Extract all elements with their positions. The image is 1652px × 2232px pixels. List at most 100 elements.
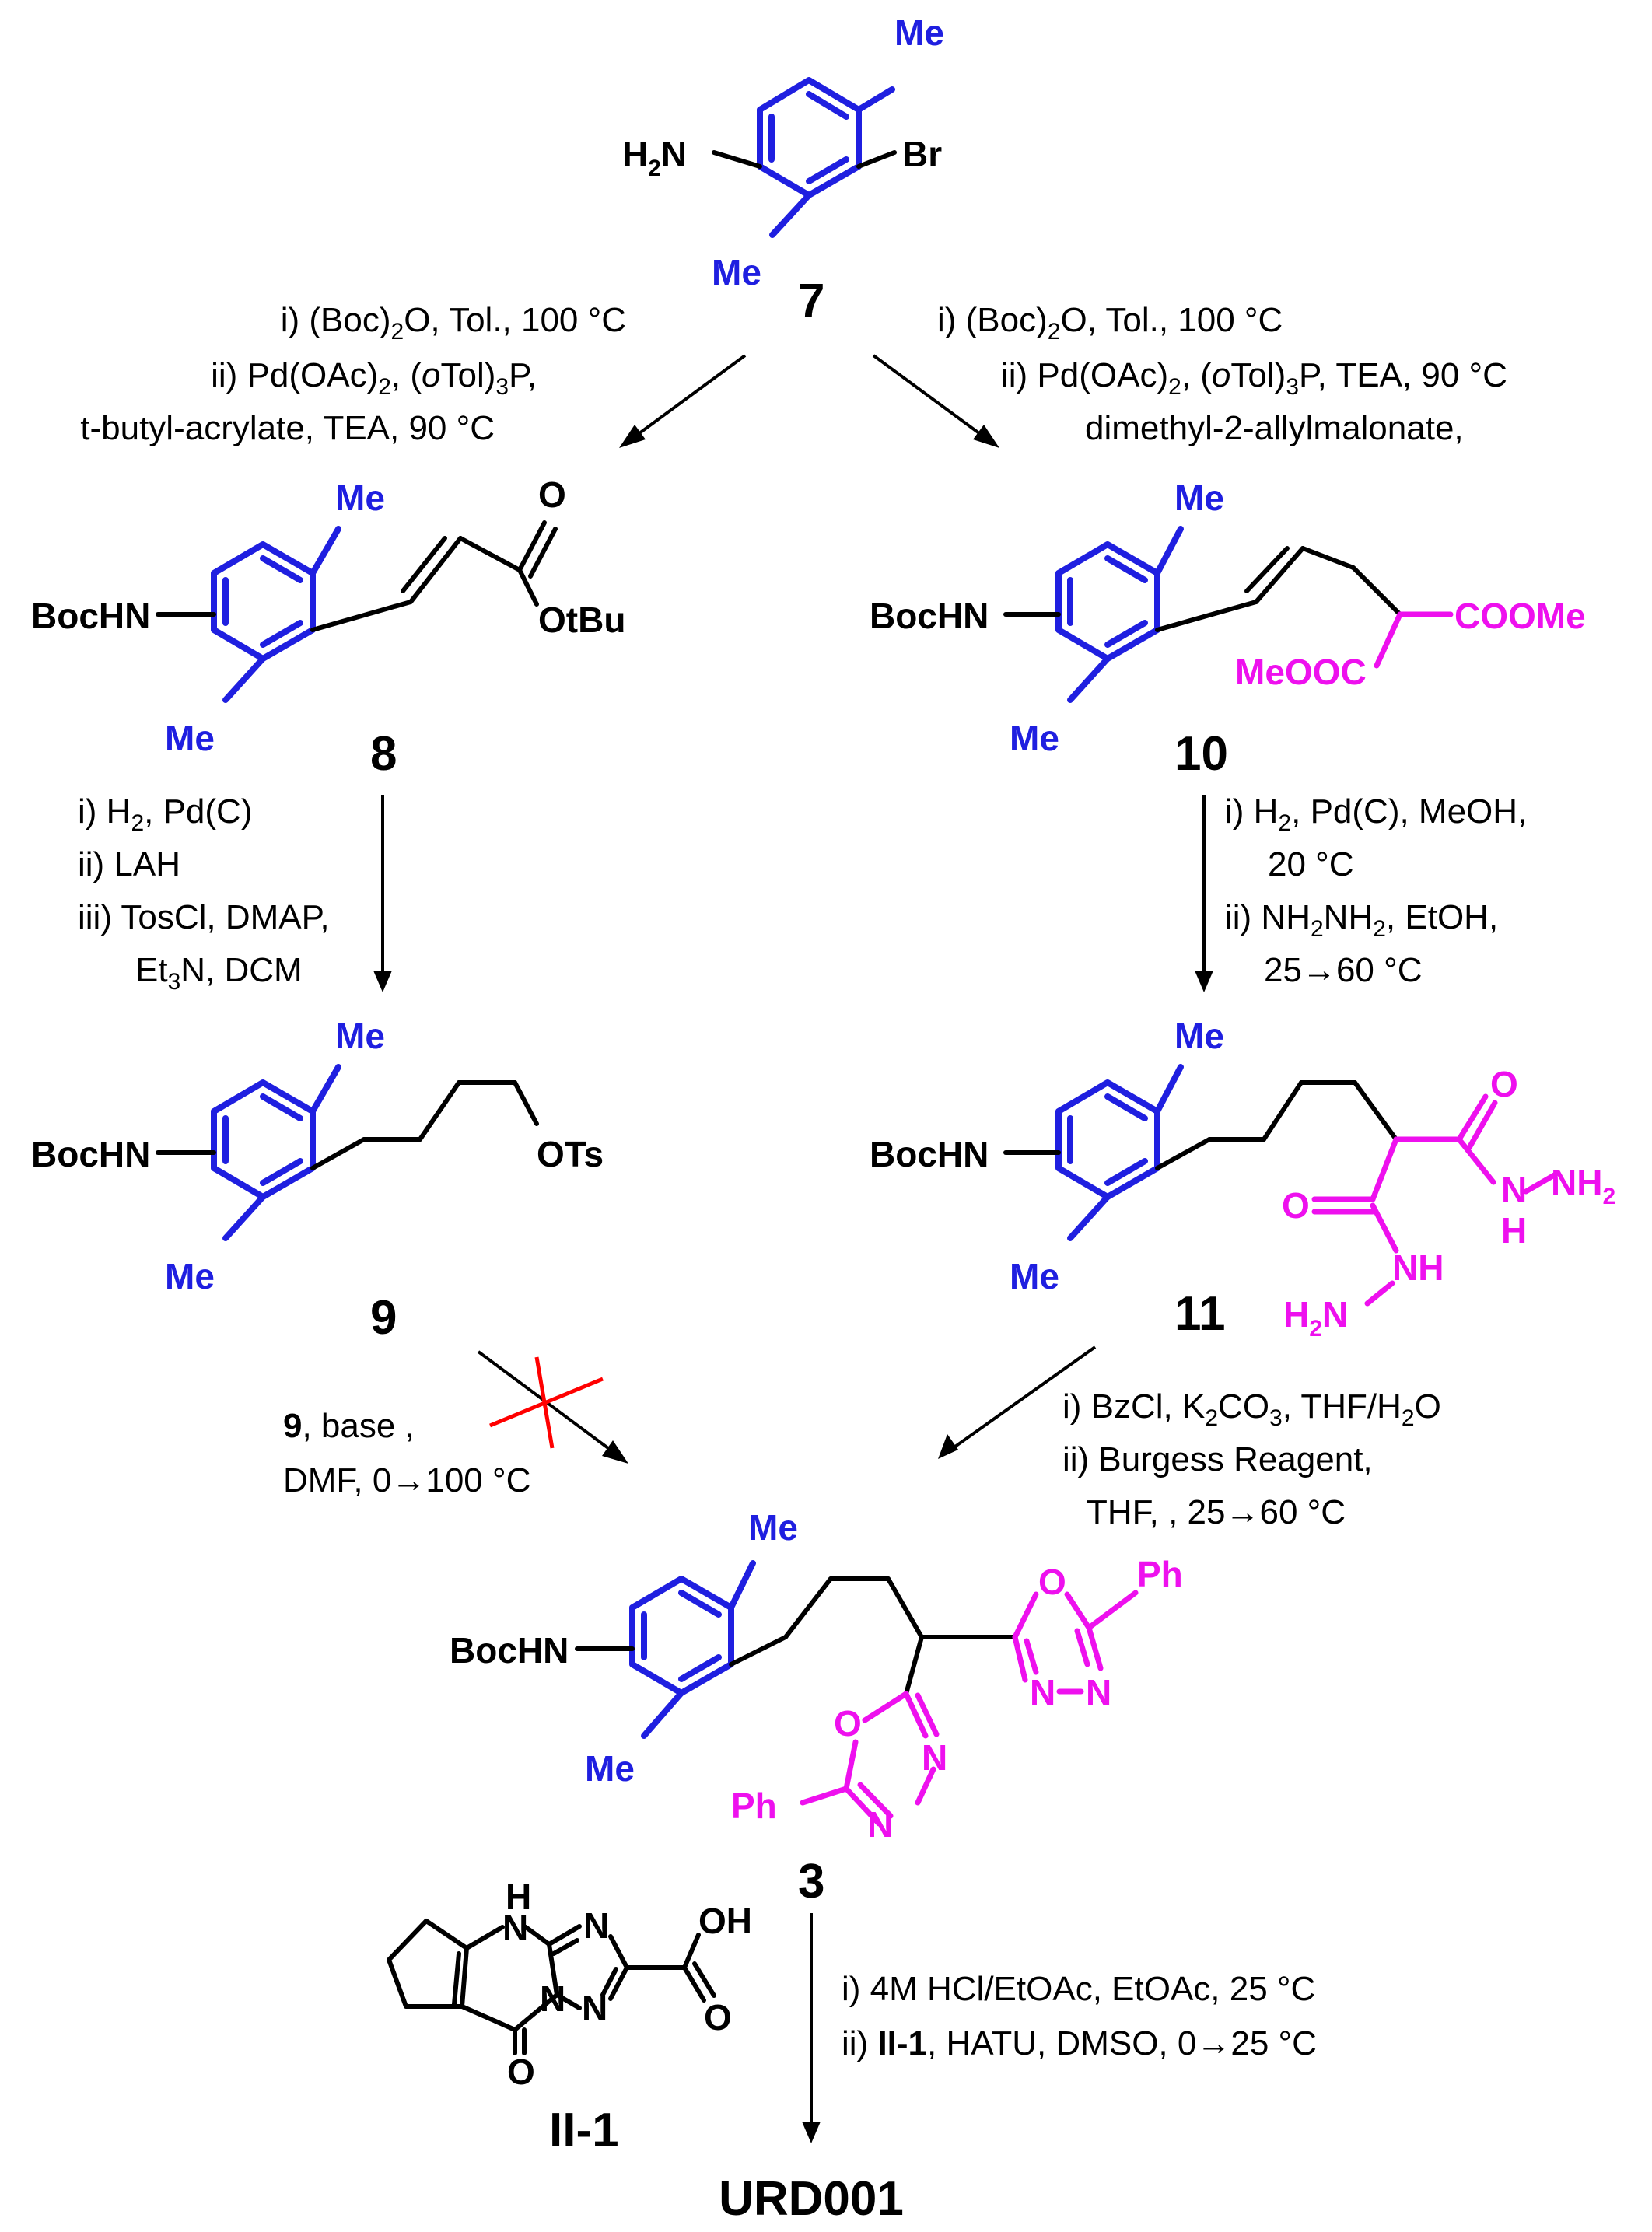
arrow-7-to-8 <box>619 354 747 448</box>
hydrazide-h-label-1: H <box>1501 1210 1527 1251</box>
ring-n-label-2b: N <box>867 1804 893 1845</box>
svg-text:iii) TosCl, DMAP,: iii) TosCl, DMAP, <box>78 898 330 936</box>
methyl-label-top: Me <box>748 1507 798 1548</box>
bochn-label: BocHN <box>450 1630 569 1671</box>
failed-arrow-9-to-3 <box>477 1350 628 1464</box>
conditions-8-to-9: i) H2, Pd(C) ii) LAH iii) TosCl, DMAP, E… <box>78 792 330 995</box>
phenyl-label-1: Ph <box>1137 1554 1183 1594</box>
svg-text:i) (Boc)2O, Tol., 100 °C: i) (Boc)2O, Tol., 100 °C <box>281 301 626 345</box>
bochn-label: BocHN <box>870 1134 989 1174</box>
svg-text:i) H2, Pd(C), MeOH,: i) H2, Pd(C), MeOH, <box>1225 792 1527 836</box>
ring-n-label-2a: N <box>922 1737 947 1778</box>
compound-label-II-1: II-1 <box>549 2104 619 2157</box>
svg-text:ii) Burgess Reagent,: ii) Burgess Reagent, <box>1062 1440 1373 1478</box>
compound-number-7: 7 <box>798 275 824 328</box>
svg-text:ii) II-1, HATU, DMSO, 0→25 °C: ii) II-1, HATU, DMSO, 0→25 °C <box>842 2024 1317 2062</box>
hydrazide-nh2-label-1: NH2 <box>1551 1162 1615 1209</box>
svg-text:i) BzCl, K2CO3, THF/H2O: i) BzCl, K2CO3, THF/H2O <box>1062 1387 1441 1431</box>
carbonyl-o-label-2: O <box>1282 1185 1310 1226</box>
arrow-11-to-3 <box>938 1345 1097 1459</box>
bromo-label: Br <box>902 134 942 174</box>
ring-n-label-3: N <box>540 1978 565 2019</box>
final-compound-label: URD001 <box>719 2172 904 2226</box>
ots-label: OTs <box>537 1134 604 1174</box>
keto-o-label: O <box>507 2052 535 2092</box>
methyl-label-top: Me <box>335 1016 385 1056</box>
compound-8: BocHN Me Me O OtBu 8 <box>31 474 625 781</box>
ring-n-label-1: N <box>502 1908 528 1948</box>
compound-7: H2N Br Me Me 7 <box>622 12 944 328</box>
hydroxyl-label: OH <box>698 1901 752 1941</box>
bochn-label: BocHN <box>31 1134 150 1174</box>
acid-carbonyl-o-label: O <box>704 1997 732 2038</box>
svg-text:ii) LAH: ii) LAH <box>78 845 180 883</box>
conditions-9-failed: 9, base , DMF, 0→100 °C <box>283 1407 530 1499</box>
svg-text:ii) Pd(OAc)2, (oTol)3P, TEA, 9: ii) Pd(OAc)2, (oTol)3P, TEA, 90 °C <box>1001 356 1507 400</box>
bochn-label: BocHN <box>31 596 150 636</box>
svg-text:20 °C: 20 °C <box>1268 845 1354 883</box>
conditions-7-to-8: i) (Boc)2O, Tol., 100 °C ii) Pd(OAc)2, (… <box>80 301 626 447</box>
nh-h-label: H <box>506 1877 531 1917</box>
methyl-label-bottom: Me <box>165 718 215 758</box>
ring-o-label-1: O <box>1038 1562 1066 1602</box>
arrow-10-to-11 <box>1195 795 1213 992</box>
svg-text:i) 4M HCl/EtOAc, EtOAc, 25 °C: i) 4M HCl/EtOAc, EtOAc, 25 °C <box>842 1970 1315 2008</box>
compound-number-3: 3 <box>798 1855 824 1908</box>
methyl-label-bottom: Me <box>1010 718 1059 758</box>
ring-n-label-1b: N <box>1086 1672 1111 1712</box>
compound-number-8: 8 <box>370 727 397 781</box>
hydrazide-nh2-label-2: H2N <box>1283 1294 1348 1342</box>
conditions-3-to-final: i) 4M HCl/EtOAc, EtOAc, 25 °C ii) II-1, … <box>842 1970 1317 2062</box>
red-cross-line-1 <box>489 1377 604 1428</box>
svg-text:ii) Pd(OAc)2, (oTol)3P,: ii) Pd(OAc)2, (oTol)3P, <box>211 356 537 400</box>
conditions-11-to-3: i) BzCl, K2CO3, THF/H2O ii) Burgess Reag… <box>1062 1387 1441 1531</box>
compound-3: BocHN Me Me O Ph N N O Ph N N 3 <box>450 1507 1183 1908</box>
coome-label: COOMe <box>1454 596 1586 636</box>
phenyl-label-2: Ph <box>731 1786 777 1826</box>
red-cross-line-2 <box>534 1356 555 1449</box>
compound-II-1: H N N N N OH O O II-1 <box>387 1877 752 2157</box>
svg-text:ii) NH2NH2, EtOH,: ii) NH2NH2, EtOH, <box>1225 898 1498 942</box>
svg-text:i) (Boc)2O, Tol., 100 °C: i) (Boc)2O, Tol., 100 °C <box>937 301 1283 345</box>
methyl-label-top: Me <box>335 478 385 518</box>
methyl-label-bottom: Me <box>712 252 761 292</box>
carbonyl-o-label: O <box>538 474 566 515</box>
compound-number-9: 9 <box>370 1291 397 1345</box>
methyl-label-bottom: Me <box>1010 1256 1059 1296</box>
amine-label: H2N <box>622 134 687 181</box>
methyl-label-top: Me <box>1174 478 1224 518</box>
compound-9: BocHN Me Me OTs 9 <box>31 1016 604 1345</box>
compound-10: BocHN Me Me COOMe MeOOC 10 <box>870 478 1586 781</box>
methyl-label-top: Me <box>1174 1016 1224 1056</box>
ring-n-label-1a: N <box>1030 1672 1055 1712</box>
arrow-8-to-9 <box>373 795 392 992</box>
hydrazide-n-label-1: N <box>1501 1170 1527 1210</box>
svg-text:DMF, 0→100 °C: DMF, 0→100 °C <box>283 1461 530 1499</box>
svg-text:9, base ,: 9, base , <box>283 1407 415 1445</box>
compound-11: BocHN Me Me O O N H NH2 NH H2N 11 <box>870 1016 1615 1342</box>
meooc-label: MeOOC <box>1235 652 1367 692</box>
methyl-label-bottom: Me <box>585 1748 635 1789</box>
methyl-label-bottom: Me <box>165 1256 215 1296</box>
arrow-7-to-10 <box>872 354 999 448</box>
svg-text:THF, , 25→60 °C: THF, , 25→60 °C <box>1087 1493 1346 1531</box>
bochn-label: BocHN <box>870 596 989 636</box>
svg-text:dimethyl-2-allylmalonate,: dimethyl-2-allylmalonate, <box>1085 409 1464 447</box>
conditions-7-to-10: i) (Boc)2O, Tol., 100 °C ii) Pd(OAc)2, (… <box>937 301 1507 447</box>
conditions-10-to-11: i) H2, Pd(C), MeOH, 20 °C ii) NH2NH2, Et… <box>1225 792 1527 989</box>
svg-text:i) H2, Pd(C): i) H2, Pd(C) <box>78 792 252 836</box>
carbonyl-o-label-1: O <box>1490 1064 1518 1104</box>
ring-n-label-2: N <box>583 1905 609 1946</box>
svg-text:Et3N, DCM: Et3N, DCM <box>135 951 303 995</box>
compound-number-11: 11 <box>1174 1287 1226 1341</box>
methyl-label-top: Me <box>894 12 944 53</box>
svg-text:t-butyl-acrylate, TEA, 90 °C: t-butyl-acrylate, TEA, 90 °C <box>80 409 495 447</box>
otbu-label: OtBu <box>538 600 625 640</box>
compound-number-10: 10 <box>1174 727 1228 781</box>
arrow-3-to-final <box>802 1913 821 2143</box>
ring-n-label-4: N <box>582 1988 607 2028</box>
hydrazide-nh-label-2: NH <box>1392 1247 1444 1288</box>
svg-text:25→60 °C: 25→60 °C <box>1264 951 1422 989</box>
ring-o-label-2: O <box>834 1703 862 1744</box>
